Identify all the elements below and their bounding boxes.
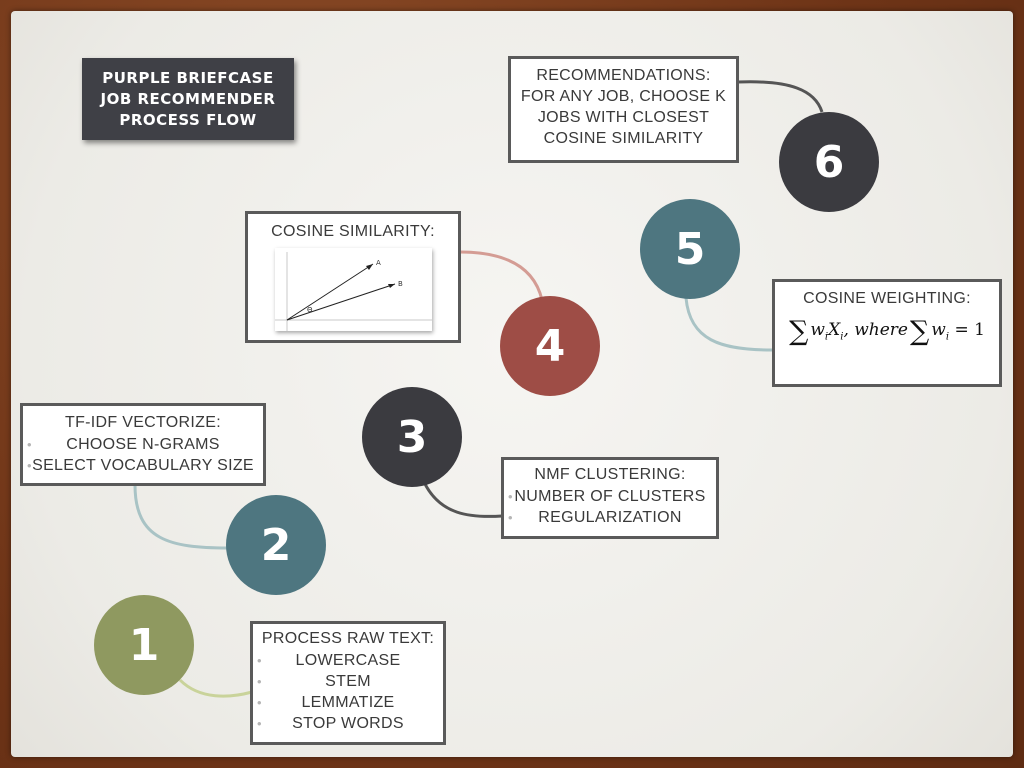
connector-2	[133, 484, 229, 550]
title-line-2: JOB RECOMMENDER	[100, 89, 276, 108]
step-6-line-2: FOR ANY JOB, CHOOSE K	[520, 88, 727, 105]
step-1-bullets: LOWERCASE STEM LEMMATIZE STOP WORDS	[253, 650, 443, 734]
formula-w: w	[810, 320, 825, 341]
sum-symbol: ∑	[789, 316, 809, 347]
step-3-circle: 3	[362, 387, 462, 487]
vector-diagram: a b θ	[275, 252, 432, 331]
formula-sub: i	[945, 331, 950, 343]
step-6-line-4: COSINE SIMILARITY	[543, 130, 704, 147]
step-6-line-3: JOBS WITH CLOSEST	[537, 109, 710, 126]
step-2-box: TF-IDF VECTORIZE: CHOOSE N-GRAMS SELECT …	[20, 403, 266, 486]
list-item: NUMBER OF CLUSTERS	[504, 486, 716, 507]
formula-x: X	[828, 320, 841, 341]
theta-label: θ	[307, 306, 313, 314]
sum-symbol: ∑	[910, 316, 930, 347]
vector-a-label: a	[376, 259, 381, 267]
step-3-bullets: NUMBER OF CLUSTERS REGULARIZATION	[504, 486, 716, 528]
formula-w: w	[931, 320, 946, 341]
list-item: STOP WORDS	[253, 713, 443, 734]
step-6-circle: 6	[779, 112, 879, 212]
step-1-box: PROCESS RAW TEXT: LOWERCASE STEM LEMMATI…	[250, 621, 446, 745]
step-3-heading: NMF CLUSTERING:	[534, 466, 686, 483]
title-box: PURPLE BRIEFCASE JOB RECOMMENDER PROCESS…	[82, 58, 294, 140]
step-6-line-1: RECOMMENDATIONS:	[536, 67, 711, 84]
title-line-3: PROCESS FLOW	[119, 110, 257, 129]
formula-sub: i	[824, 331, 829, 343]
connector-5	[684, 297, 773, 352]
connector-3	[422, 481, 503, 518]
connector-1	[178, 678, 253, 698]
formula-sub: i	[840, 331, 844, 343]
list-item: STEM	[253, 671, 443, 692]
vector-b-label: b	[398, 280, 403, 288]
title-line-1: PURPLE BRIEFCASE	[102, 68, 274, 87]
step-2-heading: TF-IDF VECTORIZE:	[65, 414, 221, 431]
step-1-circle: 1	[94, 595, 194, 695]
weighting-formula: ∑ wiXi, where ∑ wi = 1	[775, 318, 999, 345]
formula-where: where	[854, 320, 908, 341]
connector-4	[459, 250, 544, 301]
list-item: LOWERCASE	[253, 650, 443, 671]
step-1-heading: PROCESS RAW TEXT:	[261, 630, 435, 647]
step-4-circle: 4	[500, 296, 600, 396]
step-5-circle: 5	[640, 199, 740, 299]
step-4-box: COSINE SIMILARITY: a b θ	[245, 211, 461, 343]
step-5-box: COSINE WEIGHTING: ∑ wiXi, where ∑ wi = 1	[772, 279, 1002, 387]
step-6-box: RECOMMENDATIONS: FOR ANY JOB, CHOOSE K J…	[508, 56, 739, 163]
list-item: REGULARIZATION	[504, 507, 716, 528]
list-item: SELECT VOCABULARY SIZE	[23, 455, 263, 476]
step-2-bullets: CHOOSE N-GRAMS SELECT VOCABULARY SIZE	[23, 434, 263, 476]
formula-equals: = 1	[954, 320, 985, 341]
list-item: LEMMATIZE	[253, 692, 443, 713]
step-2-circle: 2	[226, 495, 326, 595]
step-5-heading: COSINE WEIGHTING:	[803, 290, 971, 307]
cosine-similarity-graph: a b θ	[275, 248, 432, 331]
list-item: CHOOSE N-GRAMS	[23, 434, 263, 455]
connector-6	[737, 80, 824, 113]
step-3-box: NMF CLUSTERING: NUMBER OF CLUSTERS REGUL…	[501, 457, 719, 539]
step-4-heading: COSINE SIMILARITY:	[271, 223, 435, 240]
formula-comma: ,	[843, 320, 849, 341]
